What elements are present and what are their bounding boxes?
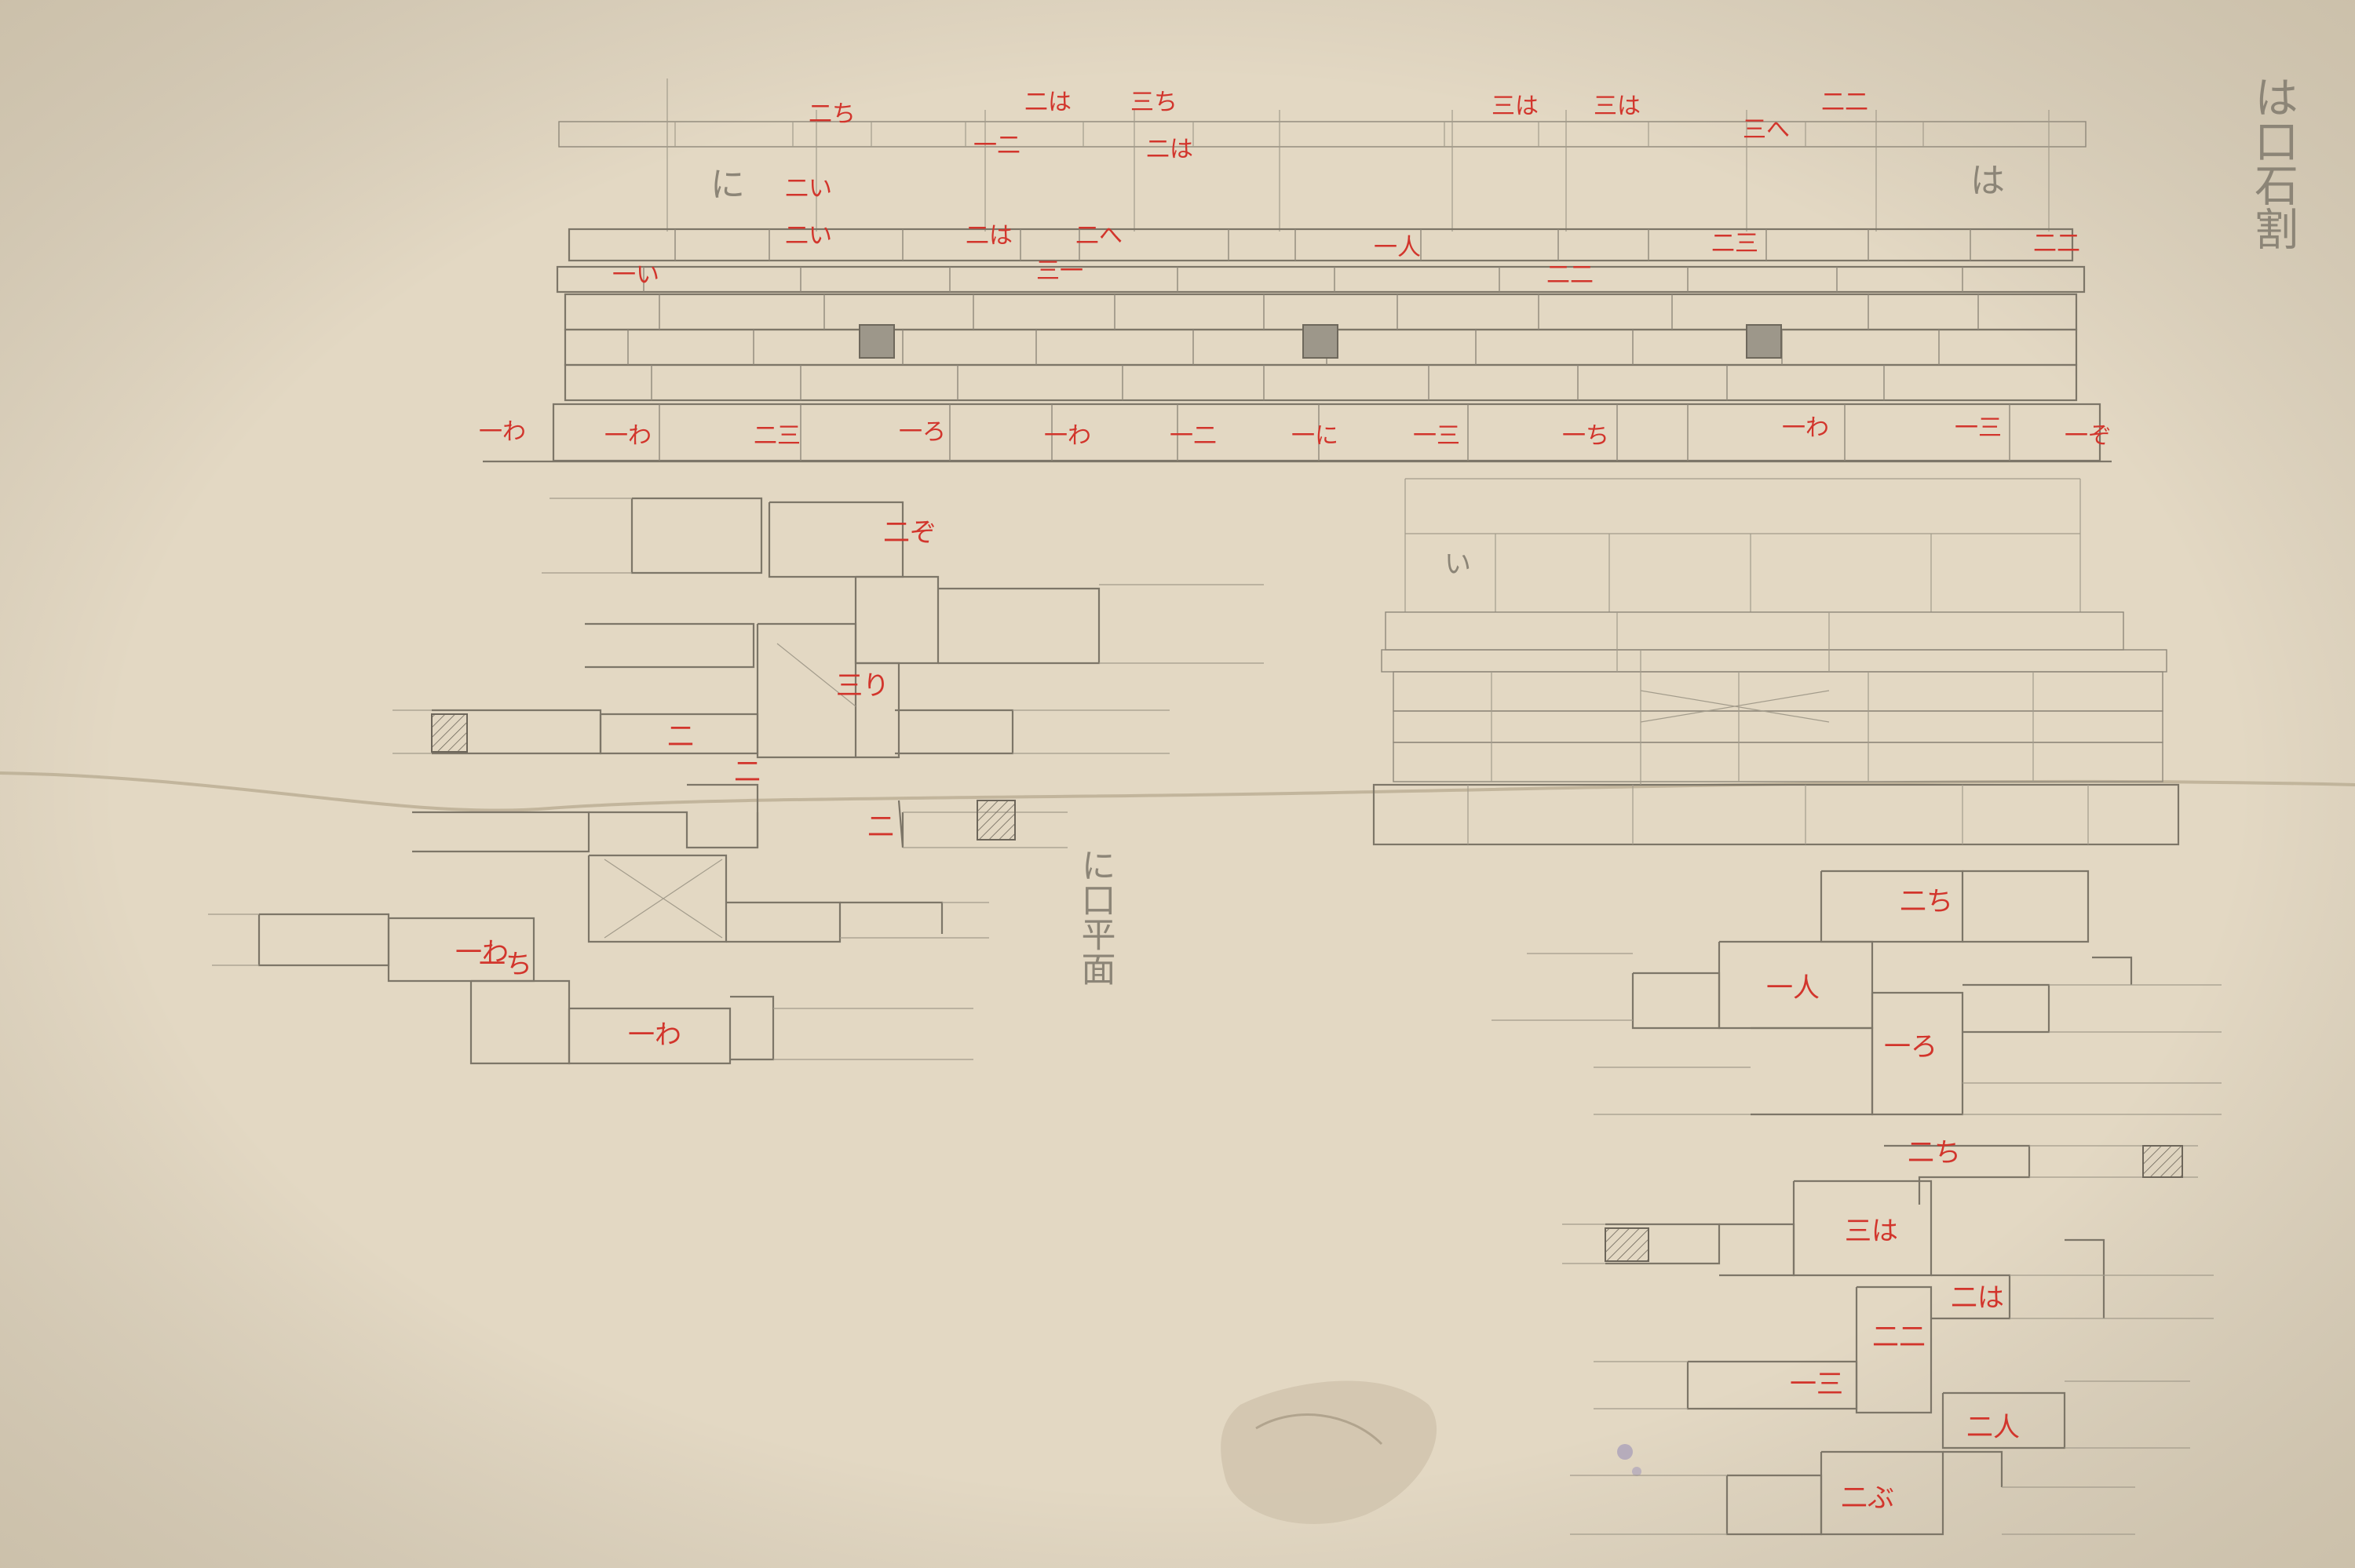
red-ink-mark: 二ち (1908, 1137, 1961, 1169)
red-ink-mark: 二ぶ (1841, 1482, 1894, 1514)
red-ink-mark: 二二 (1872, 1322, 1926, 1353)
red-ink-mark: 三ち (1130, 89, 1178, 116)
red-ink-mark: 一二 (973, 132, 1020, 159)
red-ink-mark: 二は (966, 222, 1013, 250)
red-ink-mark: 二ち (809, 100, 856, 128)
red-ink-mark: 二二 (2033, 230, 2080, 257)
red-ink-mark: 一に (1291, 422, 1338, 450)
label-ha: は (1970, 161, 2005, 201)
red-ink-mark: 二い (785, 222, 832, 250)
red-ink-mark: 一い (612, 261, 659, 289)
red-ink-mark: 一人 (1766, 972, 1820, 1004)
red-ink-mark: 一三 (1790, 1369, 1843, 1400)
red-ink-mark: 一二 (1170, 422, 1217, 450)
paper-stain (1221, 1380, 1437, 1524)
secondary-elevation (1372, 478, 2180, 846)
red-ink-mark: 一わ (1782, 414, 1829, 442)
label-ni: に (710, 165, 745, 205)
red-ink-mark: 一人 (1374, 234, 1421, 261)
title-note: は口石割 (2247, 75, 2298, 250)
red-ink-mark: 三へ (1743, 116, 1790, 144)
red-ink-mark: 三は (1845, 1216, 1898, 1247)
red-ink-mark: 三一 (1036, 257, 1083, 285)
red-ink-mark: 二ぞ (883, 517, 937, 549)
red-ink-mark: 二二 (1821, 89, 1868, 116)
red-ink-mark: 一わ (628, 1019, 681, 1051)
center-note: に口平面 (1075, 848, 1115, 986)
red-ink-mark: 一わ (604, 422, 652, 450)
red-ink-mark: 一三 (1413, 422, 1460, 450)
label-i: い (1444, 549, 1471, 580)
red-ink-mark: 二二 (1546, 261, 1594, 289)
red-ink-mark: 二は (1024, 89, 1072, 116)
red-ink-mark: 一ろ (899, 418, 946, 446)
red-ink-mark: 一わ (479, 418, 526, 446)
red-ink-mark: 一わ (455, 937, 509, 968)
red-ink-mark: 一ろ (1884, 1031, 1937, 1063)
red-ink-mark: 一わ (1044, 422, 1091, 450)
red-ink-mark: 二い (785, 175, 832, 202)
red-ink-mark: 二は (1951, 1282, 2004, 1314)
plan-right (1492, 870, 2222, 1536)
red-ink-mark: 二 (867, 811, 894, 843)
red-ink-mark: 二へ (1075, 222, 1123, 250)
red-ink-mark: 二ち (1900, 886, 1953, 917)
red-ink-mark: 三り (836, 670, 889, 702)
red-ink-mark: 二人 (1966, 1412, 2020, 1443)
red-ink-mark: 一ち (1562, 422, 1609, 450)
red-ink-mark: 三は (1594, 93, 1641, 120)
red-ink-mark: 三は (1492, 93, 1539, 120)
red-ink-mark: 一ち (479, 949, 532, 980)
red-ink-mark: 二 (667, 721, 694, 753)
red-ink-mark: 二 (734, 757, 761, 788)
red-ink-mark: 二三 (1711, 230, 1758, 257)
red-marks-elevation: 二い二ち二は三ち三は三は三へ二は一二二二二い二は二へ一人二三二二一い三一二二一わ… (479, 89, 2112, 450)
red-ink-mark: 二三 (754, 422, 801, 450)
plan-left (208, 497, 1264, 1065)
elevation-drawing (483, 78, 2112, 463)
red-ink-mark: 一三 (1955, 414, 2002, 442)
red-ink-mark: 一ぞ (2065, 422, 2112, 450)
red-ink-mark: 二は (1146, 136, 1193, 163)
